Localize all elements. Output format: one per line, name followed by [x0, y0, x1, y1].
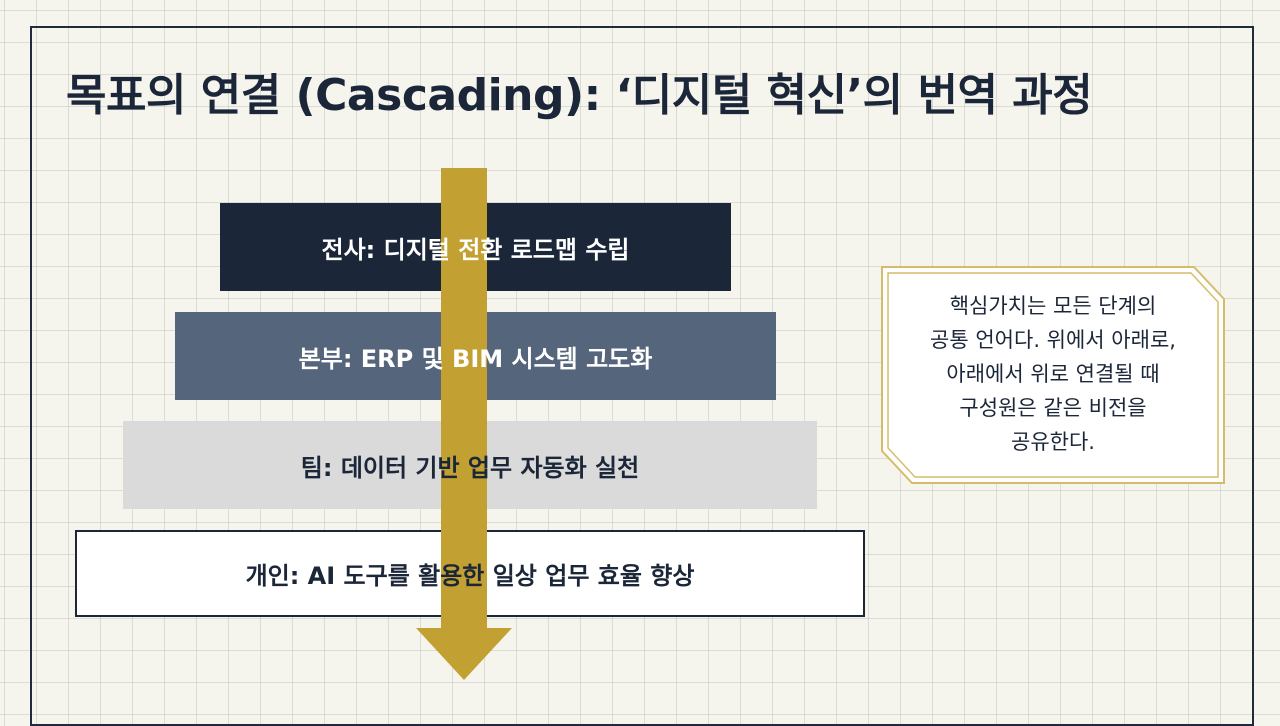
- core-value-callout: 핵심가치는 모든 단계의 공통 언어다. 위에서 아래로, 아래에서 위로 연결…: [880, 265, 1226, 485]
- level-division-label: 본부: ERP 및 BIM 시스템 고도화: [298, 344, 653, 373]
- level-company-label: 전사: 디지털 전환 로드맵 수립: [321, 235, 630, 264]
- down-arrow-icon: [416, 168, 512, 680]
- callout-frame: [881, 266, 1225, 484]
- callout-text: 핵심가치는 모든 단계의 공통 언어다. 위에서 아래로, 아래에서 위로 연결…: [930, 294, 1176, 454]
- level-individual-label: 개인: AI 도구를 활용한 일상 업무 효율 향상: [245, 562, 695, 590]
- level-team-label: 팀: 데이터 기반 업무 자동화 실천: [300, 453, 640, 482]
- page-title: 목표의 연결 (Cascading): ‘디지털 혁신’의 번역 과정: [66, 70, 1093, 121]
